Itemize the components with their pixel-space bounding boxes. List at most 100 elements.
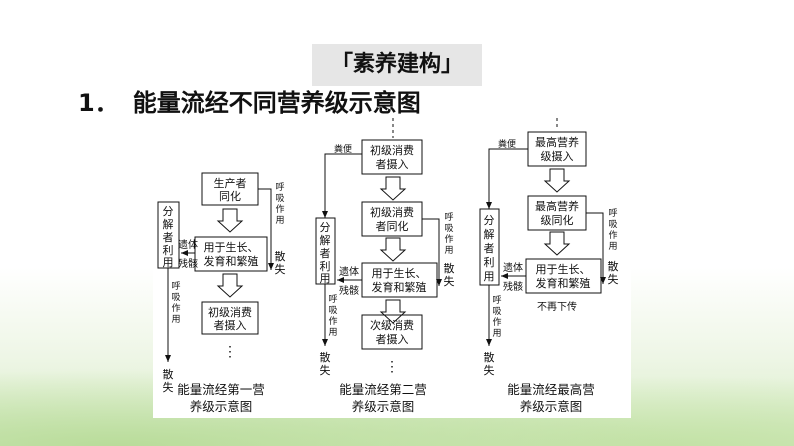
d1-decomposer-c2: 解 [163, 217, 174, 231]
d2-secondary-intake-box [361, 314, 423, 350]
d1-caption-l2: 养级示意图 [190, 399, 253, 414]
d1-caption-l1: 能量流经第一营 [177, 382, 265, 397]
d2-dots: ⋮ [385, 359, 399, 375]
d1-primary-intake-box [201, 301, 259, 335]
d1-primary-intake-l1: 初级消费 [208, 305, 252, 319]
d1-decomp-resp-c2: 吸 [171, 292, 180, 303]
d2-respiration-arrow [422, 218, 442, 286]
d1-block-arrow-1 [216, 208, 244, 233]
d3-growth-l1: 用于生长、 [536, 262, 591, 276]
d1-decomp-dissipate-c1: 散 [163, 367, 174, 381]
d2-primary-intake-l2: 者摄入 [376, 157, 409, 171]
d3-caption-l1: 能量流经最高营 [507, 382, 595, 397]
d3-decomposer-c1: 分 [484, 214, 495, 227]
d2-primary-intake-l1: 初级消费 [370, 143, 414, 157]
d3-feces-arrow [486, 148, 528, 209]
d2-remains-l2: 残骸 [339, 284, 359, 297]
d3-top-assim-l1: 最高营养 [535, 199, 579, 213]
d2-growth-l1: 用于生长、 [372, 266, 427, 280]
d2-resp-c1: 呼 [444, 212, 453, 223]
section-title: 「素养建构」 [312, 44, 482, 86]
d1-resp-c2: 吸 [275, 193, 284, 204]
d1-producer-l1: 生产者 [214, 176, 247, 190]
d3-growth-l2: 发育和繁殖 [536, 276, 591, 290]
diagram2 [315, 118, 442, 350]
d1-resp-c4: 用 [275, 215, 284, 226]
d2-decomp-resp-c4: 用 [328, 327, 337, 338]
d1-resp-c1: 呼 [275, 182, 284, 193]
d2-dissipate-c2: 失 [444, 275, 455, 288]
d3-top-intake-l2: 级摄入 [541, 149, 574, 163]
d3-resp-c3: 作 [608, 229, 617, 241]
d2-remains-l1: 遗体 [339, 265, 359, 278]
d2-block-arrow-3 [379, 299, 407, 324]
d2-decomp-resp-c3: 作 [328, 315, 337, 327]
d3-resp-c1: 呼 [608, 208, 617, 219]
heading-text: 能量流经不同营养级示意图 [132, 89, 421, 117]
d1-remains-l2: 残骸 [178, 257, 198, 270]
energy-flow-diagrams: 生产者 同化 用于生长、 发育和繁殖 初级消费 者摄入 分 解 者 利 用 遗体… [157, 118, 619, 414]
d3-decomp-resp-c2: 吸 [492, 306, 501, 317]
d2-decomp-dissipate-c1: 散 [320, 350, 331, 364]
d2-primary-assim-l1: 初级消费 [370, 205, 414, 219]
d2-feces-arrow [322, 153, 362, 218]
d2-block-arrow-2 [379, 237, 407, 262]
d2-decomposer-c3: 者 [320, 247, 331, 260]
d2-decomposer-c1: 分 [320, 221, 331, 234]
d3-dissipate-c1: 散 [608, 259, 619, 273]
d2-decomp-resp-c1: 呼 [328, 294, 337, 305]
d3-top-intake-l1: 最高营养 [535, 135, 579, 149]
d2-growth-l2: 发育和繁殖 [372, 280, 427, 294]
d3-decomp-dissipate-c2: 失 [484, 364, 495, 377]
d2-decomposer-c2: 解 [320, 233, 331, 247]
d1-dots: ⋮ [223, 344, 237, 360]
d3-block-arrow-2 [543, 231, 571, 256]
d1-decomposer-c5: 用 [163, 256, 174, 269]
d3-feces: 粪便 [498, 138, 516, 150]
d1-decomp-resp-c3: 作 [171, 302, 180, 314]
d1-primary-intake-l2: 者摄入 [214, 318, 247, 332]
d3-no-further: 不再下传 [537, 301, 577, 313]
d1-decomposer-c3: 者 [163, 231, 174, 244]
d3-caption-l2: 养级示意图 [520, 399, 583, 414]
diagram1 [157, 172, 274, 362]
d1-growth-l1: 用于生长、 [204, 240, 259, 254]
d3-decomp-resp-c3: 作 [492, 316, 501, 328]
d3-top-assim-l2: 级同化 [541, 213, 574, 227]
d2-caption-l1: 能量流经第二营 [339, 382, 427, 397]
d1-decomp-resp-c1: 呼 [171, 281, 180, 292]
page-heading: 1．能量流经不同营养级示意图 [78, 86, 421, 120]
d2-decomp-resp-c2: 吸 [328, 305, 337, 316]
diagram3 [479, 118, 606, 346]
d3-resp-c4: 用 [608, 241, 617, 252]
d1-resp-c3: 作 [275, 203, 284, 215]
d1-respiration-line [258, 188, 272, 226]
d1-producer-l2: 同化 [219, 189, 241, 203]
d1-remains-l1: 遗体 [178, 238, 198, 251]
d1-growth-box [194, 236, 268, 272]
d2-secondary-intake-l2: 者摄入 [376, 332, 409, 346]
d1-decomp-dissipate-c2: 失 [163, 381, 174, 394]
d3-dissipate-c2: 失 [608, 273, 619, 286]
d2-feces: 粪便 [334, 143, 352, 155]
d2-primary-assim-l2: 者同化 [376, 219, 409, 233]
d3-decomp-resp-c4: 用 [492, 328, 501, 339]
d3-remains-l1: 遗体 [503, 261, 523, 274]
d3-decomposer-c3: 者 [484, 242, 495, 255]
d2-decomposer-c4: 利 [320, 260, 331, 273]
d3-decomp-dissipate-c1: 散 [484, 350, 495, 364]
d3-respiration-arrow [586, 212, 606, 284]
d2-resp-c3: 作 [444, 233, 453, 245]
energy-flow-figure: 生产者 同化 用于生长、 发育和繁殖 初级消费 者摄入 分 解 者 利 用 遗体… [153, 118, 631, 418]
d2-decomposer-c5: 用 [320, 272, 331, 285]
d1-dissipate-c1: 散 [275, 249, 286, 263]
d3-decomposer-c5: 用 [484, 270, 495, 283]
d1-dissipate-c2: 失 [275, 263, 286, 276]
d3-decomp-resp-c1: 呼 [492, 295, 501, 306]
d2-decomp-dissipate-c2: 失 [320, 364, 331, 377]
d2-resp-c2: 吸 [444, 223, 453, 234]
d1-decomp-resp-c4: 用 [171, 314, 180, 325]
d2-secondary-intake-l1: 次级消费 [370, 318, 414, 332]
d3-block-arrow-1 [543, 168, 571, 193]
d1-decomposer-c4: 利 [163, 244, 174, 257]
